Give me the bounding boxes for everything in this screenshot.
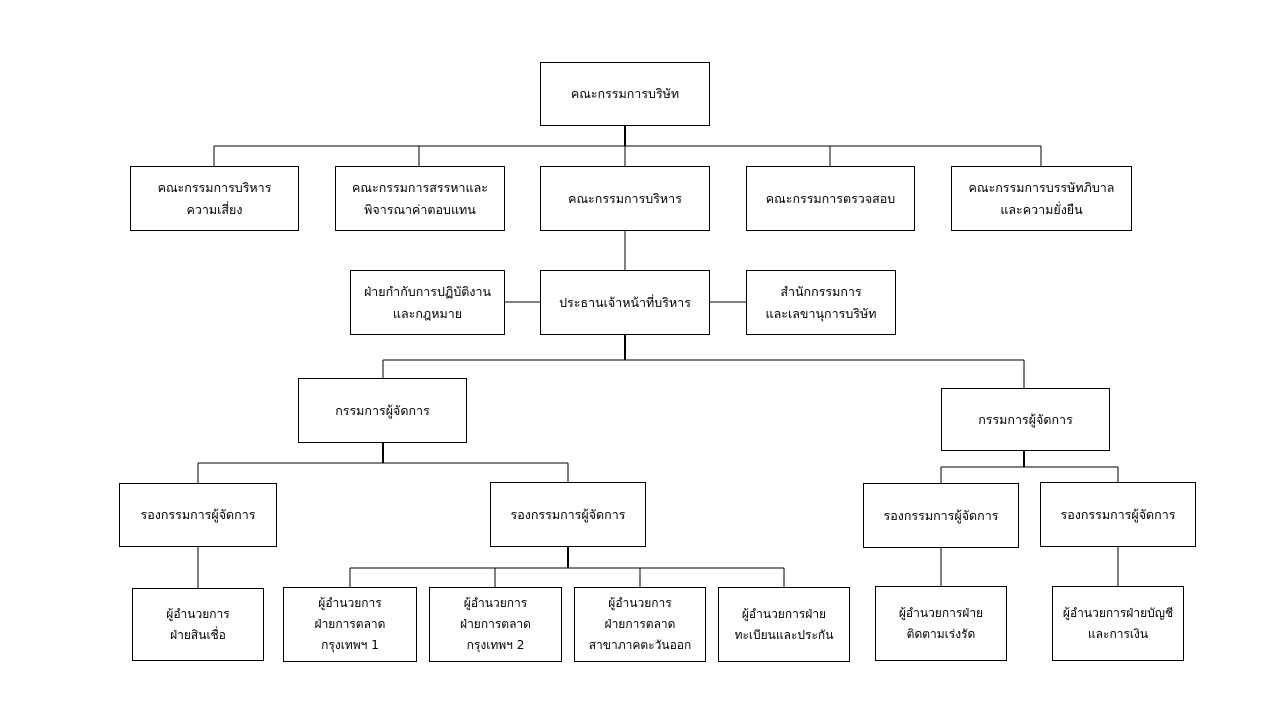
- executive-committee-box: คณะกรรมการบริหาร: [540, 166, 710, 231]
- box-label-line: และความยั่งยืน: [1000, 201, 1083, 217]
- box-label-line: ผู้อำนวยการฝ่ายบัญชี: [1062, 605, 1174, 620]
- deputy-managing-director-box: รองกรรมการผู้จัดการ: [119, 483, 277, 547]
- collection-director-box: ผู้อำนวยการฝ่ายติดตามเร่งรัด: [875, 586, 1007, 661]
- box-label-line: ผู้อำนวยการ: [318, 596, 382, 610]
- box-label-line: ผู้อำนวยการ: [608, 596, 672, 610]
- registration-collateral-director-box: ผู้อำนวยการฝ่ายทะเบียนและประกัน: [718, 587, 850, 662]
- box-label-line: และการเงิน: [1087, 626, 1149, 641]
- governance-sustainability-committee-box: คณะกรรมการบรรษัทภิบาลและความยั่งยืน: [951, 166, 1132, 231]
- box-label-line: ฝ่ายการตลาด: [460, 617, 531, 631]
- box-label-line: กรรมการผู้จัดการ: [335, 402, 430, 418]
- box-label-line: รองกรรมการผู้จัดการ: [140, 507, 256, 522]
- box-label-line: ความเสี่ยง: [186, 201, 243, 217]
- box-label-line: ฝ่ายสินเชื่อ: [170, 627, 226, 642]
- managing-director-box: กรรมการผู้จัดการ: [298, 378, 467, 443]
- box-label-line: ผู้อำนวยการฝ่าย: [898, 605, 984, 620]
- box-label-line: ผู้อำนวยการ: [166, 606, 230, 621]
- box-label-line: ฝ่ายกำกับการปฏิบัติงาน: [363, 283, 492, 299]
- board-of-directors-box: คณะกรรมการบริษัท: [540, 62, 710, 126]
- box-label-line: ผู้อำนวยการฝ่าย: [741, 606, 827, 621]
- ceo-box: ประธานเจ้าหน้าที่บริหาร: [540, 270, 710, 335]
- nomination-remuneration-committee-box: คณะกรรมการสรรหาและพิจารณาค่าตอบแทน: [335, 166, 505, 231]
- box-label-line: และเลขานุการบริษัท: [765, 305, 877, 321]
- deputy-managing-director-box: รองกรรมการผู้จัดการ: [863, 483, 1019, 548]
- box-label-line: และกฎหมาย: [392, 305, 463, 321]
- box-label-line: ติดตามเร่งรัด: [906, 626, 976, 641]
- box-label-line: พิจารณาค่าตอบแทน: [364, 201, 476, 217]
- box-label-line: กรุงเทพฯ 2: [466, 638, 525, 652]
- credit-department-director-box: ผู้อำนวยการฝ่ายสินเชื่อ: [132, 588, 264, 661]
- box-label-line: คณะกรรมการสรรหาและ: [352, 179, 488, 195]
- box-label-line: ทะเบียนและประกัน: [734, 627, 834, 642]
- box-label-line: รองกรรมการผู้จัดการ: [883, 507, 999, 523]
- box-label-line: คณะกรรมการบรรษัทภิบาล: [968, 179, 1115, 195]
- box-label-line: สำนักกรรมการ: [780, 283, 862, 299]
- box-label-line: คณะกรรมการตรวจสอบ: [765, 190, 896, 206]
- risk-management-committee-box: คณะกรรมการบริหารความเสี่ยง: [130, 166, 299, 231]
- box-label-line: รองกรรมการผู้จัดการ: [1060, 506, 1176, 522]
- accounting-finance-director-box: ผู้อำนวยการฝ่ายบัญชีและการเงิน: [1052, 586, 1184, 661]
- deputy-managing-director-box: รองกรรมการผู้จัดการ: [1040, 482, 1196, 547]
- audit-committee-box: คณะกรรมการตรวจสอบ: [746, 166, 915, 231]
- box-label-line: คณะกรรมการบริหาร: [157, 179, 272, 195]
- box-label-line: กรุงเทพฯ 1: [321, 638, 379, 652]
- box-label-line: กรรมการผู้จัดการ: [978, 411, 1073, 427]
- board-secretary-office-box: สำนักกรรมการและเลขานุการบริษัท: [746, 270, 896, 335]
- box-label-line: ฝ่ายการตลาด: [604, 617, 676, 631]
- box-label-line: ฝ่ายการตลาด: [314, 617, 386, 631]
- box-label-line: ผู้อำนวยการ: [463, 596, 528, 610]
- eastern-branch-marketing-director-box: ผู้อำนวยการฝ่ายการตลาดสาขาภาคตะวันออก: [574, 587, 706, 662]
- box-label-line: รองกรรมการผู้จัดการ: [510, 506, 626, 522]
- box-label-line: ประธานเจ้าหน้าที่บริหาร: [559, 294, 691, 310]
- box-label-line: คณะกรรมการบริษัท: [570, 86, 680, 101]
- box-label-line: สาขาภาคตะวันออก: [588, 638, 692, 652]
- deputy-managing-director-box: รองกรรมการผู้จัดการ: [490, 482, 646, 547]
- managing-director-box: กรรมการผู้จัดการ: [941, 388, 1110, 451]
- box-label-line: คณะกรรมการบริหาร: [568, 190, 682, 206]
- bangkok-marketing-2-director-box: ผู้อำนวยการฝ่ายการตลาดกรุงเทพฯ 2: [429, 587, 562, 662]
- bangkok-marketing-1-director-box: ผู้อำนวยการฝ่ายการตลาดกรุงเทพฯ 1: [283, 587, 417, 662]
- compliance-legal-box: ฝ่ายกำกับการปฏิบัติงานและกฎหมาย: [350, 270, 505, 335]
